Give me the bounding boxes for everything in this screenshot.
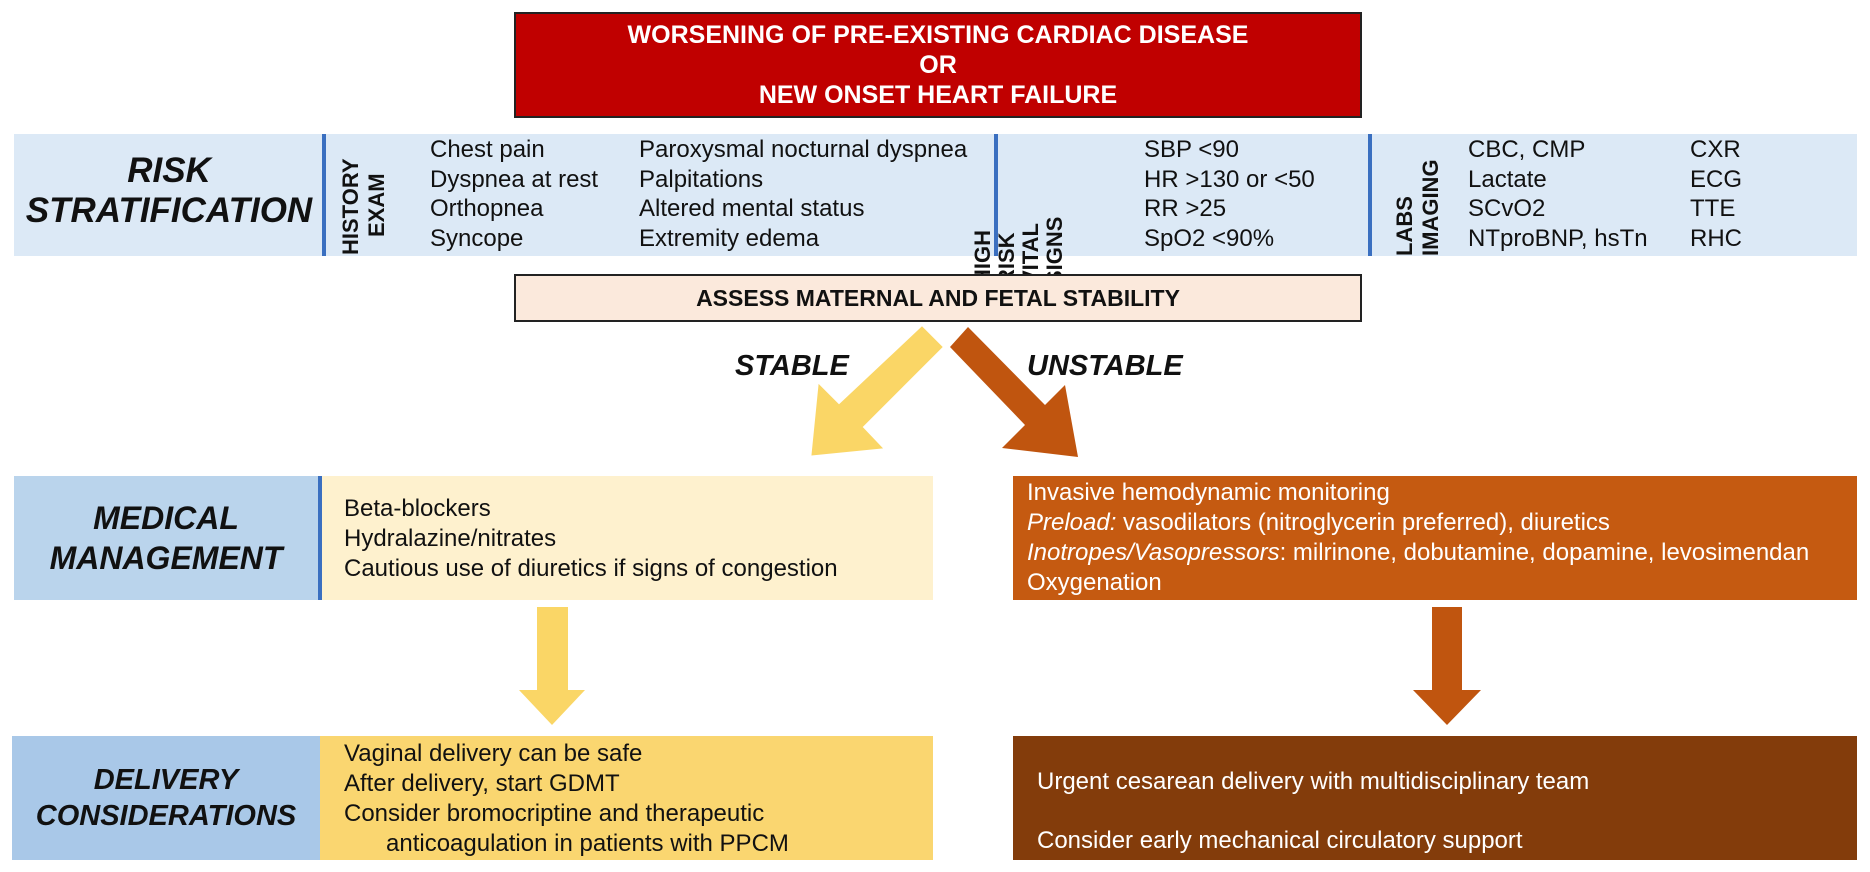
imaging-item: RHC bbox=[1690, 224, 1742, 252]
vital-sign-item: HR >130 or <50 bbox=[1144, 165, 1315, 193]
delivery-considerations-title: DELIVERY CONSIDERATIONS bbox=[36, 762, 296, 834]
medical-item: Cautious use of diuretics if signs of co… bbox=[344, 555, 838, 582]
lab-item: SCvO2 bbox=[1468, 195, 1546, 222]
medical-management-label-box: MEDICAL MANAGEMENT bbox=[14, 476, 318, 600]
imaging-list: CXR ECG TTE RHC bbox=[1690, 135, 1742, 253]
delivery-title-line-2: CONSIDERATIONS bbox=[35, 800, 297, 832]
vital-signs-list: SBP <90 HR >130 or <50 RR >25 SpO2 <90% bbox=[1144, 135, 1315, 253]
history-signs-list: Paroxysmal nocturnal dyspnea Palpitation… bbox=[639, 135, 967, 253]
unstable-delivery-panel: Urgent cesarean delivery with multidisci… bbox=[1013, 736, 1857, 860]
inotropes-text: : milrinone, dobutamine, dopamine, levos… bbox=[1279, 539, 1810, 566]
vital-sign-item: RR >25 bbox=[1144, 195, 1227, 222]
labs-list: CBC, CMP Lactate SCvO2 NTproBNP, hsTn bbox=[1468, 135, 1648, 253]
stable-medical-panel: Beta-blockers Hydralazine/nitrates Cauti… bbox=[322, 476, 933, 600]
unstable-medical-line: Oxygenation bbox=[1027, 569, 1162, 596]
assess-stability-box: ASSESS MATERNAL AND FETAL STABILITY bbox=[514, 274, 1362, 322]
medical-item: Hydralazine/nitrates bbox=[344, 525, 557, 552]
unstable-delivery-item: Urgent cesarean delivery with multidisci… bbox=[1037, 768, 1590, 795]
risk-stratification-band: RISK STRATIFICATION HISTORY EXAM Chest p… bbox=[14, 134, 1857, 285]
unstable-label: UNSTABLE bbox=[1027, 350, 1183, 382]
unstable-medical-line: Invasive hemodynamic monitoring bbox=[1027, 479, 1390, 506]
divider-labs bbox=[1368, 134, 1372, 256]
delivery-item: After delivery, start GDMT bbox=[344, 770, 620, 797]
stable-down-arrow bbox=[519, 607, 585, 725]
header-banner: WORSENING OF PRE-EXISTING CARDIAC DISEAS… bbox=[514, 12, 1362, 118]
divider-medical bbox=[318, 476, 322, 600]
risk-title-line-2: STRATIFICATION bbox=[25, 191, 313, 230]
delivery-item-continued: anticoagulation in patients with PPCM bbox=[386, 830, 789, 857]
header-line-3: NEW ONSET HEART FAILURE bbox=[758, 81, 1118, 109]
history-item: Syncope bbox=[430, 224, 524, 252]
preload-text: vasodilators (nitroglycerin preferred), … bbox=[1116, 509, 1610, 536]
unstable-down-arrow bbox=[1413, 607, 1481, 725]
medical-title-line-2: MANAGEMENT bbox=[49, 540, 283, 576]
medical-management-title: MEDICAL MANAGEMENT bbox=[50, 498, 283, 578]
history-item: Orthopnea bbox=[430, 195, 544, 222]
vital-sign-item: SpO2 <90% bbox=[1144, 224, 1275, 252]
vital-sign-item: SBP <90 bbox=[1144, 136, 1239, 163]
delivery-considerations-label-box: DELIVERY CONSIDERATIONS bbox=[12, 736, 320, 860]
divider-vitals bbox=[994, 134, 998, 256]
unstable-arrow bbox=[950, 327, 1078, 457]
history-item: Paroxysmal nocturnal dyspnea bbox=[639, 136, 968, 163]
preload-label: Preload: bbox=[1027, 509, 1117, 536]
risk-title-line-1: RISK bbox=[127, 151, 211, 190]
lab-item: Lactate bbox=[1468, 165, 1547, 193]
risk-stratification-title: RISK STRATIFICATION bbox=[14, 151, 324, 231]
history-item: Dyspnea at rest bbox=[430, 165, 599, 193]
inotropes-label: Inotropes/Vasopressors bbox=[1027, 539, 1280, 566]
history-item: Extremity edema bbox=[639, 224, 820, 252]
unstable-medical-line: Inotropes/Vasopressors: milrinone, dobut… bbox=[1027, 538, 1857, 568]
history-item: Chest pain bbox=[430, 136, 545, 163]
history-symptoms-list: Chest pain Dyspnea at rest Orthopnea Syn… bbox=[430, 135, 598, 253]
imaging-item: TTE bbox=[1690, 195, 1736, 222]
delivery-item: Consider bromocriptine and therapeutic bbox=[344, 800, 765, 827]
medical-title-line-1: MEDICAL bbox=[93, 500, 239, 536]
history-item: Altered mental status bbox=[639, 195, 865, 222]
divider-history bbox=[322, 134, 326, 256]
stable-delivery-panel: Vaginal delivery can be safe After deliv… bbox=[320, 736, 933, 860]
unstable-medical-line: Preload: vasodilators (nitroglycerin pre… bbox=[1027, 508, 1857, 538]
header-line-1: WORSENING OF PRE-EXISTING CARDIAC DISEAS… bbox=[627, 21, 1249, 49]
unstable-medical-panel: Invasive hemodynamic monitoring Preload:… bbox=[1013, 476, 1857, 600]
history-item: Palpitations bbox=[639, 165, 764, 193]
stable-label: STABLE bbox=[735, 350, 849, 382]
stable-arrow bbox=[811, 326, 943, 456]
delivery-item: Vaginal delivery can be safe bbox=[344, 740, 643, 767]
delivery-title-line-1: DELIVERY bbox=[93, 764, 239, 796]
medical-item: Beta-blockers bbox=[344, 495, 491, 522]
unstable-delivery-item: Consider early mechanical circulatory su… bbox=[1037, 827, 1523, 854]
imaging-item: ECG bbox=[1690, 165, 1743, 193]
lab-item: NTproBNP, hsTn bbox=[1468, 224, 1648, 252]
header-line-2: OR bbox=[919, 51, 957, 79]
imaging-item: CXR bbox=[1690, 136, 1741, 163]
lab-item: CBC, CMP bbox=[1468, 136, 1586, 163]
